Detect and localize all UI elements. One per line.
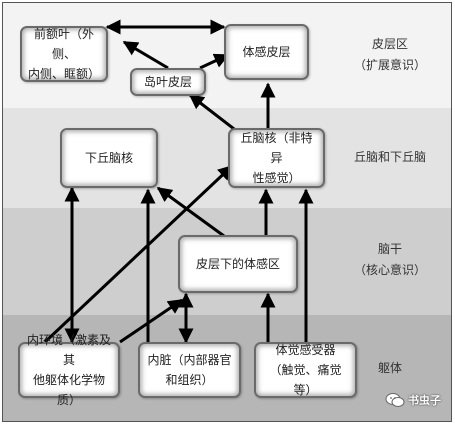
node-subcortical-somatosensory: 皮层下的体感区 bbox=[178, 235, 298, 293]
arrow-thalamus-insula bbox=[188, 93, 239, 134]
level-cortex-line-2: （扩展意识） bbox=[353, 58, 426, 72]
node-somatic-receptors: 体觉感受器 （触觉、痛觉等） bbox=[254, 342, 357, 398]
node-thalamus: 丘脑核（非特异 性感觉） bbox=[228, 128, 325, 188]
node-internal-environment: 内环境（激素及其 他躯体化学物质） bbox=[18, 333, 120, 407]
level-thalamic-text: 丘脑和下丘脑 bbox=[353, 150, 426, 164]
subcortical-label: 皮层下的体感区 bbox=[195, 257, 280, 271]
internal-env-line-1: 内环境（激素及其 bbox=[26, 333, 111, 367]
prefrontal-line-2: 内侧、眶额） bbox=[27, 67, 100, 81]
node-somatosensory-cortex: 体感皮层 bbox=[224, 24, 309, 80]
arrow-insula-frontal bbox=[122, 40, 169, 70]
receptors-line-1: 体觉感受器 bbox=[275, 343, 336, 357]
level-label-thalamic: 丘脑和下丘脑 bbox=[345, 147, 435, 168]
level-label-cortex: 皮层区 （扩展意识） bbox=[345, 34, 435, 76]
thalamus-line-2: 性感觉） bbox=[252, 171, 301, 185]
prefrontal-line-1: 前额叶（外侧、 bbox=[33, 27, 94, 61]
level-brainstem-line-1: 脑干 bbox=[377, 242, 402, 256]
internal-env-line-2: 他躯体化学物质） bbox=[32, 373, 105, 407]
node-hypothalamus: 下丘脑核 bbox=[60, 128, 158, 188]
watermark-text: 书虫子 bbox=[408, 394, 441, 407]
level-brainstem-line-2: （核心意识） bbox=[353, 263, 426, 277]
wechat-icon bbox=[385, 393, 405, 407]
thalamus-line-1: 丘脑核（非特异 bbox=[240, 131, 313, 165]
arrow-subcortical-hypothalamus bbox=[156, 186, 225, 238]
watermark: 书虫子 bbox=[385, 388, 445, 412]
level-label-body: 躯体 bbox=[345, 358, 435, 379]
node-insula: 岛叶皮层 bbox=[130, 68, 206, 96]
level-body-text: 躯体 bbox=[377, 361, 402, 375]
level-cortex-line-1: 皮层区 bbox=[371, 37, 408, 51]
level-label-brainstem: 脑干 （核心意识） bbox=[345, 239, 435, 281]
viscera-line-2: 和组织） bbox=[165, 373, 214, 387]
arrow-insula-somato bbox=[199, 53, 230, 70]
hypothalamus-label: 下丘脑核 bbox=[84, 151, 133, 165]
insula-label: 岛叶皮层 bbox=[143, 75, 192, 89]
node-prefrontal: 前额叶（外侧、 内侧、眶额） bbox=[20, 26, 108, 82]
somato-cortex-label: 体感皮层 bbox=[242, 45, 291, 59]
node-viscera: 内脏（内部器官 和组织） bbox=[138, 342, 241, 398]
viscera-line-1: 内脏（内部器官 bbox=[147, 353, 232, 367]
arrow-internal-thalamus bbox=[43, 164, 234, 344]
arrow-internal-subcortical bbox=[119, 298, 184, 344]
receptors-line-2: （触觉、痛觉等） bbox=[269, 363, 342, 397]
